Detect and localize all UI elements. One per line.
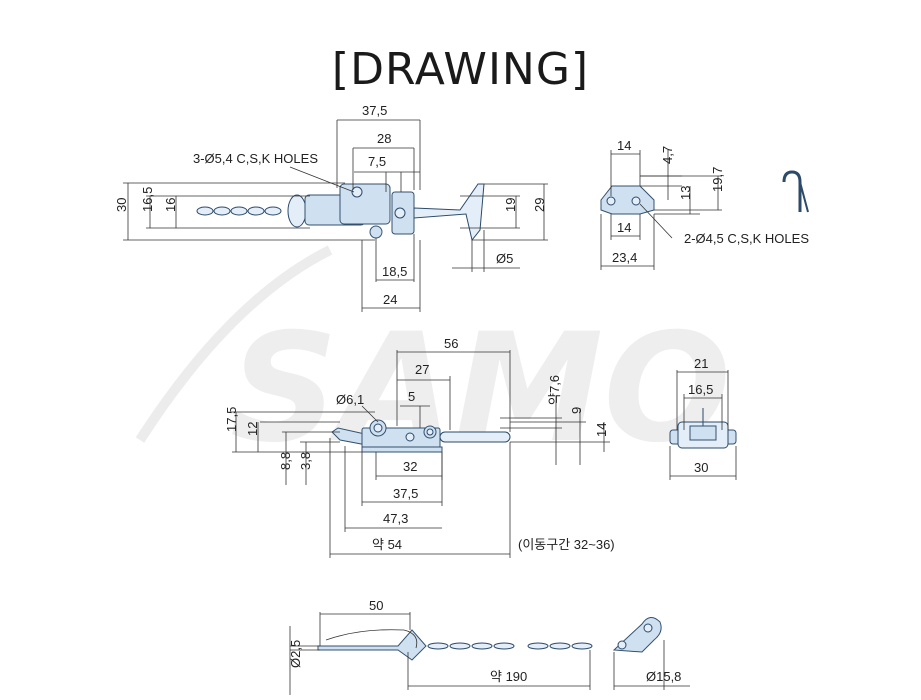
dim-17-5: 17,5 [224, 407, 239, 432]
dim-14-bottom: 14 [617, 220, 631, 235]
travel-range-note: (이동구간 32~36) [518, 537, 615, 552]
dim-4-7: 4,7 [660, 146, 675, 164]
dim-18-5: 18,5 [382, 264, 407, 279]
dim-32: 32 [403, 459, 417, 474]
dim-14-top: 14 [617, 138, 631, 153]
dim-13: 13 [678, 186, 693, 200]
watermark-swoosh [135, 245, 333, 443]
hole-2 [369, 225, 383, 239]
hook-profile [782, 170, 802, 212]
dim-24: 24 [383, 292, 397, 307]
dim-holes-2: 2-Ø4,5 C,S,K HOLES [684, 231, 809, 246]
dim-d15-8: Ø15,8 [646, 669, 681, 684]
dim-30-end: 30 [694, 460, 708, 475]
dim-d2-5: Ø2,5 [288, 640, 303, 668]
dim-8-8: 8,8 [278, 452, 293, 470]
dim-7-5: 7,5 [368, 154, 386, 169]
dim-holes-3: 3-Ø5,4 C,S,K HOLES [193, 151, 318, 166]
dim-47-3: 47,3 [383, 511, 408, 526]
dim-29: 29 [532, 198, 547, 212]
front-view: 56 27 Ø6,1 5 약7,6 9 14 17,5 [224, 336, 615, 558]
dim-16-5: 16,5 [140, 187, 155, 212]
page-title: [DRAWING] [331, 44, 590, 95]
dim-approx-190: 약 190 [490, 669, 527, 684]
dim-14: 14 [594, 423, 609, 437]
dim-50: 50 [369, 598, 383, 613]
dim-9: 9 [569, 407, 584, 414]
dim-56: 56 [444, 336, 458, 351]
wire-loop [413, 183, 485, 242]
dim-7-6: 약7,6 [547, 375, 562, 405]
dim-37-5: 37,5 [393, 486, 418, 501]
dim-21: 21 [694, 356, 708, 371]
dim-19: 19 [503, 198, 518, 212]
watermark-text: SAMO [230, 302, 731, 476]
dim-12: 12 [245, 422, 260, 436]
hole-1 [351, 186, 363, 198]
dim-27: 27 [415, 362, 429, 377]
dim-37-5: 37,5 [362, 103, 387, 118]
spring-pin [317, 629, 427, 661]
pin-view: 50 Ø2,5 약 190 Ø15,8 [288, 598, 690, 695]
dim-16: 16 [163, 198, 178, 212]
dim-approx-54: 약 54 [372, 537, 402, 552]
dim-28: 28 [377, 131, 391, 146]
dim-d6-1: Ø6,1 [336, 392, 364, 407]
hook-rod [439, 431, 511, 443]
lever-body [339, 183, 391, 225]
dim-5: 5 [408, 389, 415, 404]
end-view: 21 16,5 30 [669, 356, 737, 480]
top-view: 37,5 28 7,5 3-Ø5,4 C,S,K HOLES 30 16,5 1… [114, 103, 548, 312]
side-view-right: 14 4,7 13 19,7 14 23,4 2-Ø4,5 C,S,K HOLE… [600, 138, 809, 270]
dim-3-8: 3,8 [298, 452, 313, 470]
chain [196, 194, 307, 228]
chain-segment [427, 642, 593, 650]
dim-16-5-end: 16,5 [688, 382, 713, 397]
dim-d5: Ø5 [496, 251, 513, 266]
dim-30: 30 [114, 198, 129, 212]
dim-23-4: 23,4 [612, 250, 637, 265]
dim-19-7: 19,7 [710, 167, 725, 192]
